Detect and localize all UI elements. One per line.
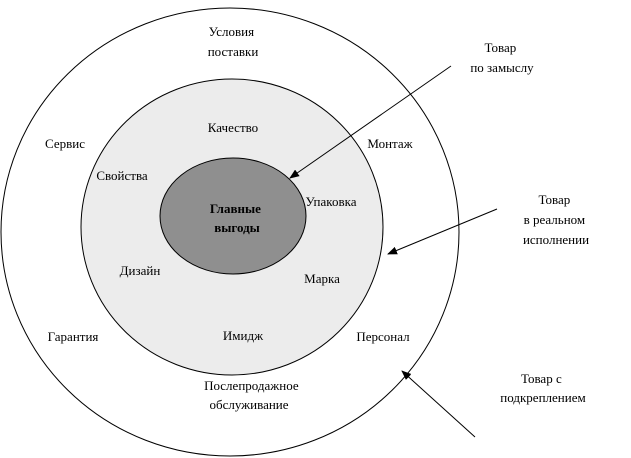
arrow-to-outer-ring (401, 370, 476, 438)
label-brand: Марка (304, 271, 340, 286)
label-design: Дизайн (120, 263, 161, 278)
label-warranty: Гарантия (48, 329, 99, 344)
label-after-sales-service: Послепродажное обслуживание (204, 378, 302, 412)
core-label-line: Главные (210, 201, 261, 216)
label-image: Имидж (223, 328, 264, 343)
label-packaging: Упаковка (306, 194, 357, 209)
core-label-line: выгоды (214, 220, 260, 235)
callout-product-idea: Товар по замыслу (470, 40, 534, 75)
label-properties: Свойства (96, 168, 148, 183)
arrow-to-middle-ring (387, 208, 498, 255)
arrow-to-core (289, 65, 452, 179)
label-staff: Персонал (356, 329, 410, 344)
label-installation: Монтаж (367, 136, 413, 151)
callout-augmented-product: Товар с подкреплением (500, 371, 585, 405)
core-ring-product-idea (159, 157, 307, 275)
label-quality: Качество (208, 120, 258, 135)
label-delivery-terms: Условия поставки (208, 24, 259, 59)
core-label: Главные выгоды (210, 201, 264, 235)
label-service: Сервис (45, 136, 85, 151)
callout-actual-product: Товар в реальном исполнении (523, 192, 589, 247)
